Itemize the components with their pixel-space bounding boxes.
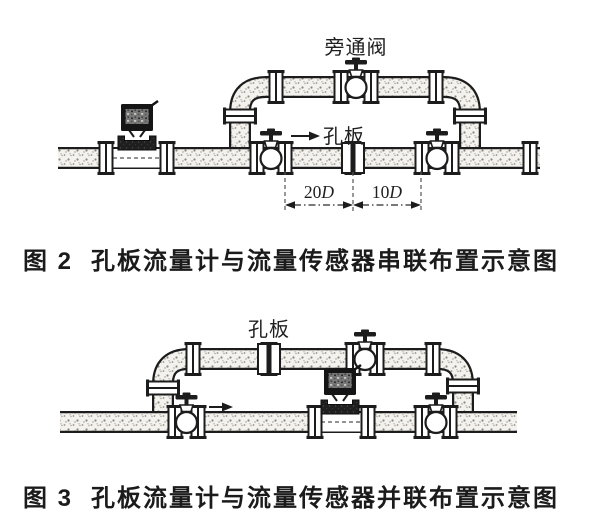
fig2-bypass-flange-left <box>266 69 286 105</box>
fig3-right-riser-flange <box>446 378 480 395</box>
arrow-right-icon <box>309 131 320 141</box>
fig2-end-flange <box>520 140 540 176</box>
fig2-caption-number: 图 2 <box>22 248 73 275</box>
fig2-dim-downstream: 10D <box>353 182 421 209</box>
fig2-dim-upstream-text: 20D <box>304 182 335 202</box>
fig2-caption-title: 孔板流量计与流量传感器串联布置示意图 <box>91 248 559 275</box>
fig3-orifice-label: 孔板 <box>248 318 290 341</box>
fig3-right-valve <box>412 391 460 440</box>
arrow-right-icon <box>222 402 233 412</box>
fig3-loop-flange-right <box>423 341 443 377</box>
fig2-extension-lines <box>284 171 422 213</box>
fig2-series-diagram: 旁通阀 孔板 <box>58 36 540 213</box>
fig2-orifice-pointer <box>291 131 320 141</box>
fig3-caption-number: 图 3 <box>22 485 73 512</box>
fig3-meter-flange-right <box>358 404 378 440</box>
fig2-main-pipe <box>58 147 540 169</box>
fig2-right-riser-flange <box>453 108 487 125</box>
fig2-left-riser-flange <box>223 108 257 125</box>
fig2-dim-downstream-text: 10D <box>372 182 403 202</box>
fig3-orifice-plate-icon <box>256 340 282 378</box>
fig2-bypass-valve <box>331 56 381 105</box>
fig2-meter-section <box>110 149 170 168</box>
fig2-flow-sensor-icon <box>116 99 160 152</box>
fig3-block: 孔板 图 3 孔板流量计与流量传感器并联布置示 <box>0 306 606 513</box>
fig2-upstream-valve <box>247 127 295 176</box>
fig3-flow-arrow <box>209 402 233 412</box>
fig2-bypass-valve-label: 旁通阀 <box>325 36 388 59</box>
fig3-flow-sensor-icon <box>319 363 363 416</box>
fig2-meter-flange-right <box>157 140 177 176</box>
fig2-meter-flange-left <box>96 140 116 176</box>
fig2-orifice-label: 孔板 <box>323 125 365 148</box>
fig2-caption: 图 2 孔板流量计与流量传感器串联布置示意图 <box>0 241 606 276</box>
fig3-parallel-diagram: 孔板 <box>60 318 517 440</box>
fig2-bypass-flange-right <box>426 69 446 105</box>
fig2-dim-upstream: 20D <box>285 182 353 209</box>
fig3-bypass-loop-pipe <box>152 348 474 424</box>
fig3-caption-title: 孔板流量计与流量传感器并联布置示意图 <box>91 485 559 512</box>
fig3-caption: 图 3 孔板流量计与流量传感器并联布置示意图 <box>0 478 606 513</box>
fig3-loop-flange-left <box>183 341 203 377</box>
fig3-left-riser-flange <box>146 380 180 397</box>
fig2-downstream-valve <box>412 127 462 176</box>
